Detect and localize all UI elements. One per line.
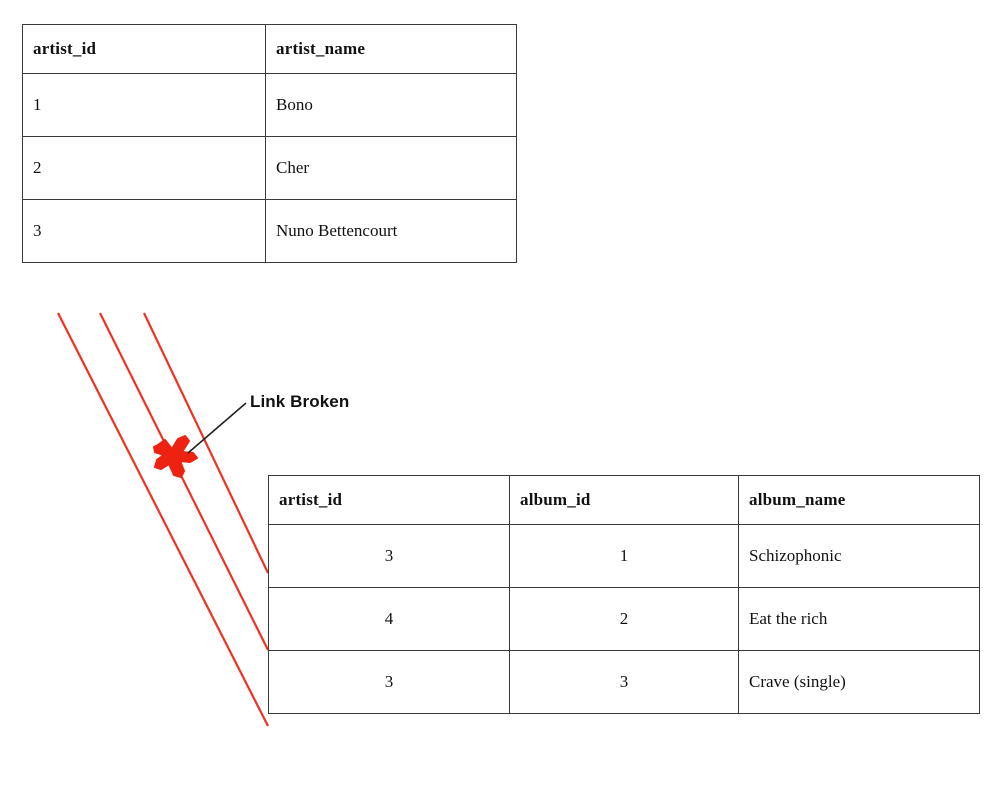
column-header-album-id: album_id bbox=[509, 475, 739, 525]
column-header-album-name: album_name bbox=[738, 475, 980, 525]
table-row: 4 2 Eat the rich bbox=[268, 587, 980, 651]
relationship-link-line-1 bbox=[57, 312, 269, 727]
cell-album-id: 2 bbox=[509, 587, 739, 651]
relationship-link-line-2 bbox=[99, 312, 269, 651]
link-broken-label: Link Broken bbox=[250, 392, 350, 411]
relationship-link-lines bbox=[57, 312, 269, 727]
table-row: 3 1 Schizophonic bbox=[268, 524, 980, 588]
table-row: 3 Nuno Bettencourt bbox=[22, 199, 517, 263]
cell-artist-id: 3 bbox=[22, 199, 266, 263]
cell-artist-id: 3 bbox=[268, 524, 510, 588]
leader-line bbox=[187, 402, 247, 454]
column-header-artist-id: artist_id bbox=[22, 24, 266, 74]
cell-artist-name: Nuno Bettencourt bbox=[265, 199, 517, 263]
relationship-link-line-3 bbox=[143, 312, 269, 574]
cell-album-name: Eat the rich bbox=[738, 587, 980, 651]
cell-album-id: 3 bbox=[509, 650, 739, 714]
cell-artist-name: Cher bbox=[265, 136, 517, 200]
cell-album-id: 1 bbox=[509, 524, 739, 588]
broken-link-x-icon bbox=[153, 435, 198, 478]
cell-album-name: Schizophonic bbox=[738, 524, 980, 588]
album-table-header-row: artist_id album_id album_name bbox=[268, 475, 980, 525]
artist-table: artist_id artist_name 1 Bono 2 Cher 3 Nu… bbox=[22, 24, 517, 263]
album-table: artist_id album_id album_name 3 1 Schizo… bbox=[268, 475, 980, 714]
cell-artist-id: 4 bbox=[268, 587, 510, 651]
column-header-artist-id: artist_id bbox=[268, 475, 510, 525]
cell-album-name: Crave (single) bbox=[738, 650, 980, 714]
cell-artist-id: 3 bbox=[268, 650, 510, 714]
column-header-artist-name: artist_name bbox=[265, 24, 517, 74]
cell-artist-id: 1 bbox=[22, 73, 266, 137]
table-row: 1 Bono bbox=[22, 73, 517, 137]
cell-artist-id: 2 bbox=[22, 136, 266, 200]
table-row: 3 3 Crave (single) bbox=[268, 650, 980, 714]
table-row: 2 Cher bbox=[22, 136, 517, 200]
cell-artist-name: Bono bbox=[265, 73, 517, 137]
artist-table-header-row: artist_id artist_name bbox=[22, 24, 517, 74]
